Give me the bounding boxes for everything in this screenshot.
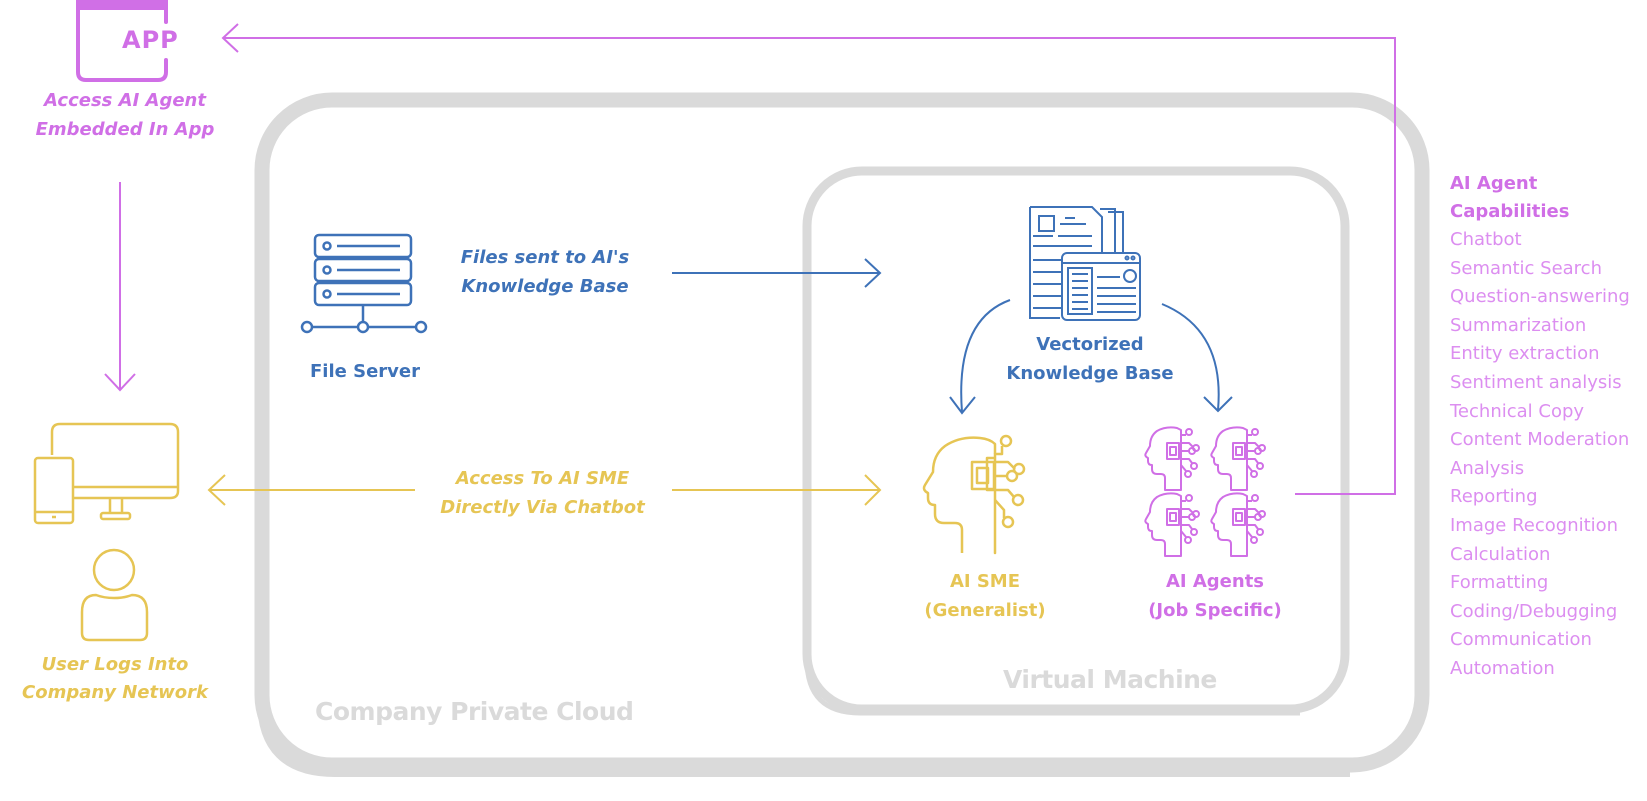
app-icon-text: APP xyxy=(122,26,179,54)
capability-item: Coding/Debugging xyxy=(1450,600,1618,622)
capability-item: Calculation xyxy=(1450,543,1551,565)
capability-item: Question-answering xyxy=(1450,286,1630,308)
capability-item: Formatting xyxy=(1450,572,1549,594)
capability-item: Communication xyxy=(1450,629,1592,651)
agent-head-icon xyxy=(1144,426,1200,491)
files-flow-label: Files sent to AI's Knowledge Base xyxy=(450,243,640,301)
capability-item: Content Moderation xyxy=(1450,429,1630,451)
capabilities-title-line2: Capabilities xyxy=(1450,201,1570,222)
user-label-line1: User Logs Into xyxy=(41,654,189,675)
ai-sme-line2: (Generalist) xyxy=(924,600,1046,621)
user-label-line2: Company Network xyxy=(22,682,208,703)
user-label: User Logs Into Company Network xyxy=(0,651,230,707)
files-to-kb-arrow xyxy=(672,258,882,288)
ai-sme-label: AI SME (Generalist) xyxy=(905,567,1065,625)
sme-flow-label: Access To AI SME Directly Via Chatbot xyxy=(425,464,660,522)
capability-item: Entity extraction xyxy=(1450,343,1600,365)
capability-item: Automation xyxy=(1450,657,1555,679)
capability-item: Sentiment analysis xyxy=(1450,371,1622,393)
capability-item: Semantic Search xyxy=(1450,257,1602,279)
capabilities-title-line1: AI Agent xyxy=(1450,173,1538,194)
virtual-machine-box-shadow xyxy=(804,400,1300,716)
knowledge-base-documents-icon xyxy=(1029,206,1141,321)
capability-item: Technical Copy xyxy=(1450,400,1585,422)
private-cloud-box-shadow xyxy=(257,300,1350,777)
app-window-icon xyxy=(76,0,168,82)
virtual-machine-label: Virtual Machine xyxy=(1003,665,1217,694)
capabilities-title: AI Agent Capabilities xyxy=(1450,170,1569,226)
ai-agents-label: AI Agents (Job Specific) xyxy=(1130,567,1300,625)
capability-item: Reporting xyxy=(1450,486,1538,508)
kb-to-agents-arrow xyxy=(1161,303,1233,413)
capabilities-list: Chatbot Semantic Search Question-answeri… xyxy=(1450,226,1630,684)
agents-to-app-connector xyxy=(221,23,1396,495)
files-flow-line2: Knowledge Base xyxy=(461,276,629,297)
knowledge-base-label: Vectorized Knowledge Base xyxy=(995,330,1185,388)
file-server-label: File Server xyxy=(310,361,420,382)
ai-sme-head-icon xyxy=(922,434,1026,555)
user-icon xyxy=(80,548,149,642)
devices-icon xyxy=(33,422,180,525)
app-label: Access AI Agent Embedded In App xyxy=(20,86,230,144)
kb-to-sme-arrow xyxy=(949,299,1011,415)
capability-item: Summarization xyxy=(1450,314,1587,336)
file-server-icon xyxy=(300,233,428,334)
files-flow-line1: Files sent to AI's xyxy=(460,247,630,268)
ai-sme-line1: AI SME xyxy=(949,571,1021,592)
app-to-user-arrow xyxy=(104,182,136,392)
user-sme-connector xyxy=(207,474,882,506)
capability-item: Analysis xyxy=(1450,457,1525,479)
capability-item: Chatbot xyxy=(1450,229,1522,250)
private-cloud-label: Company Private Cloud xyxy=(315,697,634,726)
capability-item: Image Recognition xyxy=(1450,514,1619,536)
sme-flow-line2: Directly Via Chatbot xyxy=(440,497,645,518)
knowledge-base-line1: Vectorized xyxy=(1036,334,1144,355)
app-label-line1: Access AI Agent xyxy=(44,90,206,111)
app-label-line2: Embedded In App xyxy=(35,119,215,140)
sme-flow-line1: Access To AI SME xyxy=(455,468,630,489)
ai-agents-heads-icon xyxy=(1144,426,1266,557)
knowledge-base-line2: Knowledge Base xyxy=(1006,363,1174,384)
ai-agents-line1: AI Agents xyxy=(1165,571,1265,592)
ai-agents-line2: (Job Specific) xyxy=(1148,600,1282,621)
